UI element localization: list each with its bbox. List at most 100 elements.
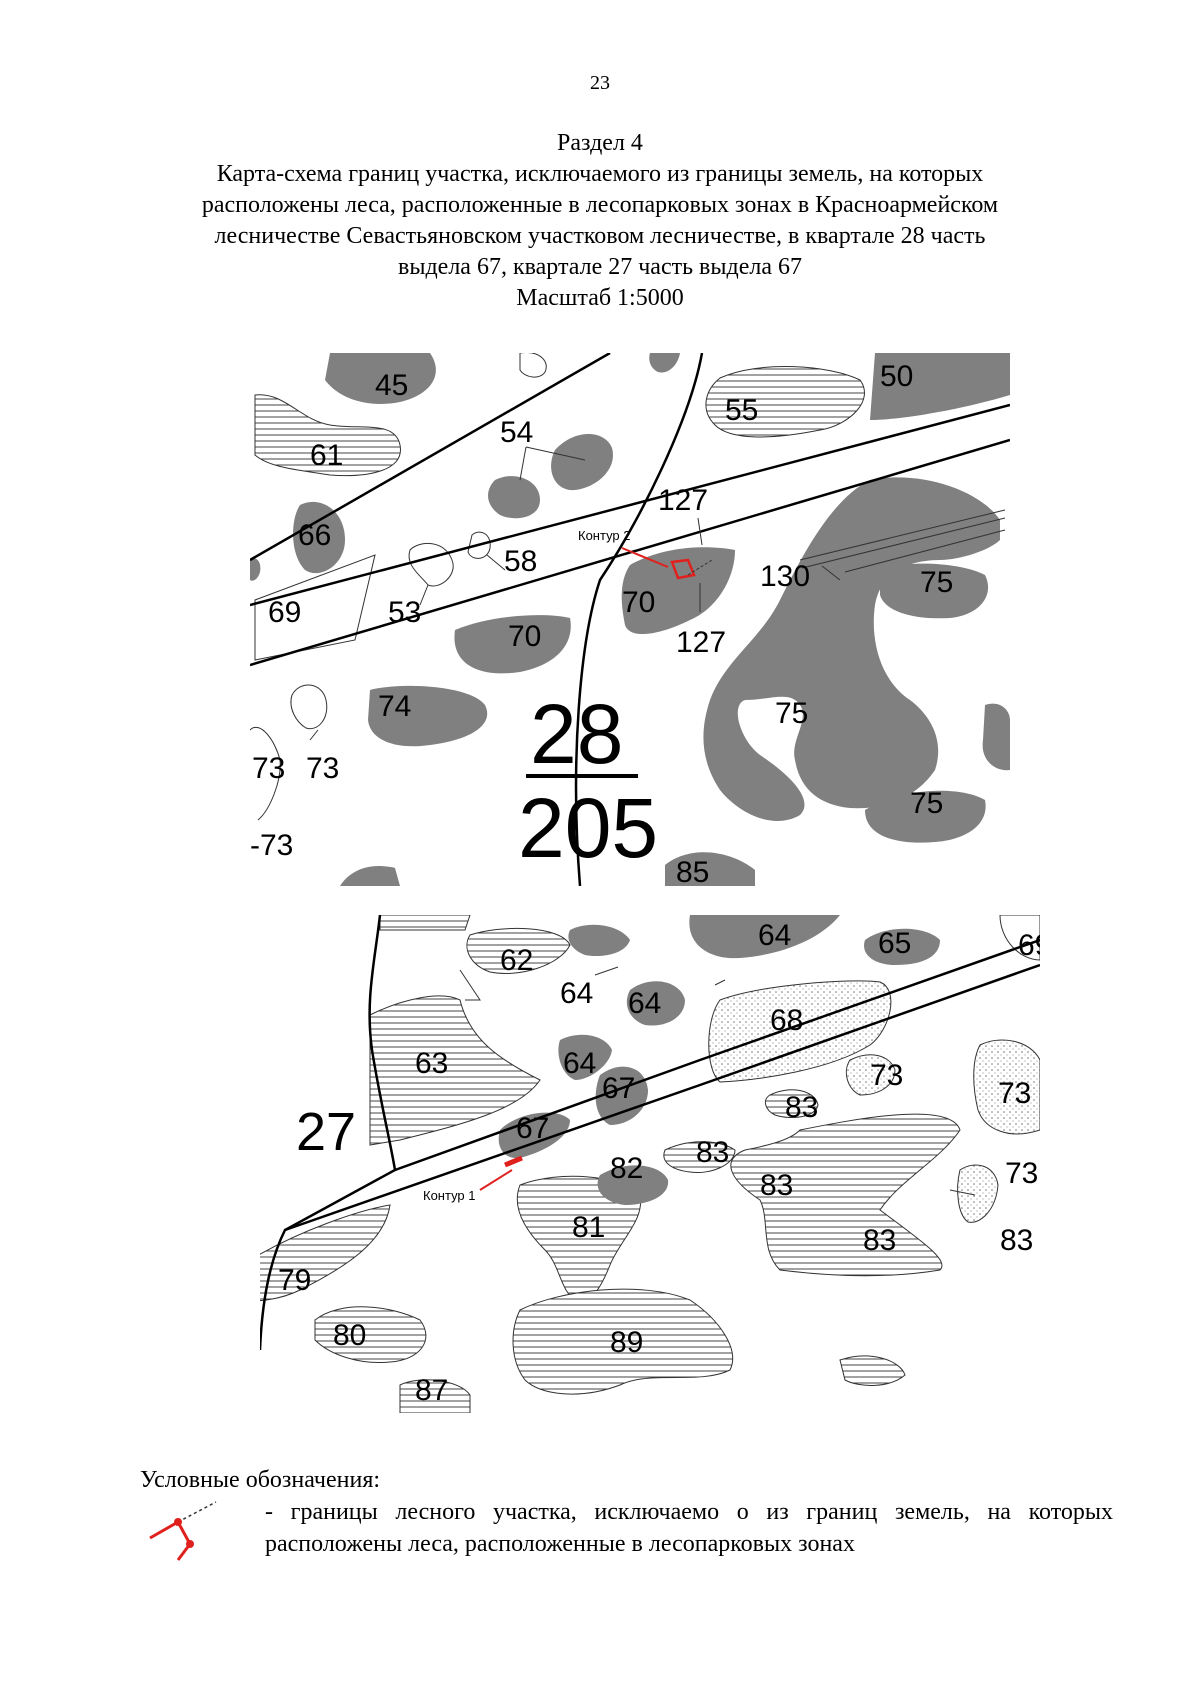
stand-75-main — [703, 477, 1000, 821]
plot-label: 73 — [998, 1077, 1031, 1110]
stand-bottom-left — [340, 866, 400, 886]
plot-label: 55 — [725, 394, 758, 427]
plot-label: 75 — [775, 697, 808, 730]
plot-label: 83 — [696, 1136, 729, 1169]
plot-label: 69 — [268, 596, 301, 629]
plot-label: 66 — [298, 519, 331, 552]
legend-title: Условные обозначения: — [140, 1467, 381, 1493]
plot-label: 67 — [602, 1072, 635, 1105]
contour-2-shape — [670, 558, 696, 580]
outline-58 — [467, 531, 491, 559]
plot-label: 64 — [628, 987, 661, 1020]
stand-45 — [325, 353, 436, 404]
hatched-strip — [799, 509, 1006, 573]
plot-label: 83 — [785, 1091, 818, 1124]
stand-73-a — [845, 1054, 896, 1096]
stand-64-a — [626, 981, 685, 1026]
stand-74 — [368, 685, 488, 747]
map-title-line-1: Карта-схема границ участка, исключаемого… — [216, 161, 984, 187]
stand-64-b — [558, 1034, 612, 1080]
map-title-line-2: расположены леса, расположенные в лесопа… — [201, 192, 999, 218]
plot-label: 64 — [560, 977, 593, 1010]
plot-label: 63 — [415, 1047, 448, 1080]
contour-2-label: Контур 2 — [578, 528, 631, 543]
stand-80 — [314, 1306, 427, 1364]
plot-label: 130 — [760, 560, 810, 593]
section-title: Раздел 4 — [557, 130, 643, 156]
stand-61 — [254, 394, 401, 477]
road-upper — [250, 403, 1010, 607]
stand-70a — [454, 615, 571, 674]
stand-50 — [870, 353, 1010, 420]
plot-label: 62 — [500, 944, 533, 977]
page-number: 23 — [590, 72, 610, 94]
stand-54a — [488, 476, 540, 519]
stand-top-center — [649, 353, 680, 373]
plot-label: 82 — [610, 1152, 643, 1185]
map-quarter-27: 64 65 69 62 64 64 68 63 64 67 73 73 83 6… — [260, 915, 1040, 1413]
plot-label: 65 — [878, 927, 911, 960]
stand-85 — [665, 852, 755, 886]
plot-label: 64 — [758, 919, 791, 952]
road-lower — [250, 438, 1010, 667]
plot-label: 83 — [863, 1224, 896, 1257]
plot-label: -73 — [250, 829, 293, 862]
plot-label: 74 — [378, 690, 411, 723]
plot-label: 53 — [388, 596, 421, 629]
stand-55 — [705, 365, 865, 438]
stand-67-upper — [595, 1066, 648, 1125]
excluded-boundary-marker-icon — [149, 1501, 217, 1561]
plot-label: 79 — [278, 1264, 311, 1297]
stand-68 — [708, 980, 892, 1083]
plot-label: 73 — [1005, 1157, 1038, 1190]
road-diagonal — [250, 353, 611, 562]
stand-54b — [551, 434, 613, 491]
leaders-bottom — [594, 966, 976, 1196]
legend-description: - границы лесного участка, исключаемо о … — [265, 1499, 1113, 1557]
road-upper — [394, 938, 1040, 1172]
plot-label: 50 — [880, 360, 913, 393]
stand-83-mid — [663, 1141, 736, 1174]
quarter-number-28: 28 — [530, 687, 623, 781]
map-quarter-28: 45 50 55 61 54 127 66 58 130 75 69 53 70… — [250, 353, 1010, 886]
road-lower — [284, 963, 1040, 1232]
plot-label: 73 — [306, 752, 339, 785]
plot-label: 61 — [310, 439, 343, 472]
stand-left-small — [250, 558, 261, 581]
stand-65 — [864, 928, 940, 965]
stand-83-large — [730, 1113, 961, 1277]
stand-75-upper — [880, 563, 989, 619]
quarter-area-205: 205 — [518, 781, 658, 875]
plot-label: 69 — [1018, 929, 1040, 962]
plot-label: 75 — [910, 787, 943, 820]
plot-label: 67 — [516, 1112, 549, 1145]
stand-66 — [293, 501, 345, 574]
plot-label: 73 — [252, 752, 285, 785]
plot-label: 68 — [770, 1004, 803, 1037]
plot-labels-bottom: 64 65 69 62 64 64 68 63 64 67 73 73 83 6… — [278, 919, 1040, 1407]
contour-1-label: Контур 1 — [423, 1188, 476, 1203]
stand-73-b — [973, 1039, 1040, 1135]
plot-label: 127 — [676, 626, 726, 659]
stand-79 — [260, 1204, 391, 1302]
stand-right-strip — [839, 1355, 906, 1386]
outline-53 — [408, 542, 454, 587]
contour-2-leader — [621, 547, 669, 568]
plot-label: 58 — [504, 545, 537, 578]
stand-82 — [597, 1165, 669, 1205]
plot-label: 89 — [610, 1326, 643, 1359]
quarter-boundary — [260, 915, 397, 1351]
boundary-left-branch — [459, 969, 481, 1001]
plot-label: 83 — [760, 1169, 793, 1202]
stand-64-mid — [568, 924, 630, 957]
plot-label: 85 — [676, 856, 709, 886]
plot-label: 81 — [572, 1211, 605, 1244]
map-scale: Масштаб 1:5000 — [516, 285, 684, 311]
plot-label: 54 — [500, 416, 533, 449]
plot-label: 127 — [658, 484, 708, 517]
plot-label: 70 — [508, 620, 541, 653]
plot-label: 75 — [920, 566, 953, 599]
stand-top-strip — [379, 915, 471, 931]
stand-87 — [399, 1379, 471, 1413]
contour-1-shape — [504, 1155, 523, 1168]
